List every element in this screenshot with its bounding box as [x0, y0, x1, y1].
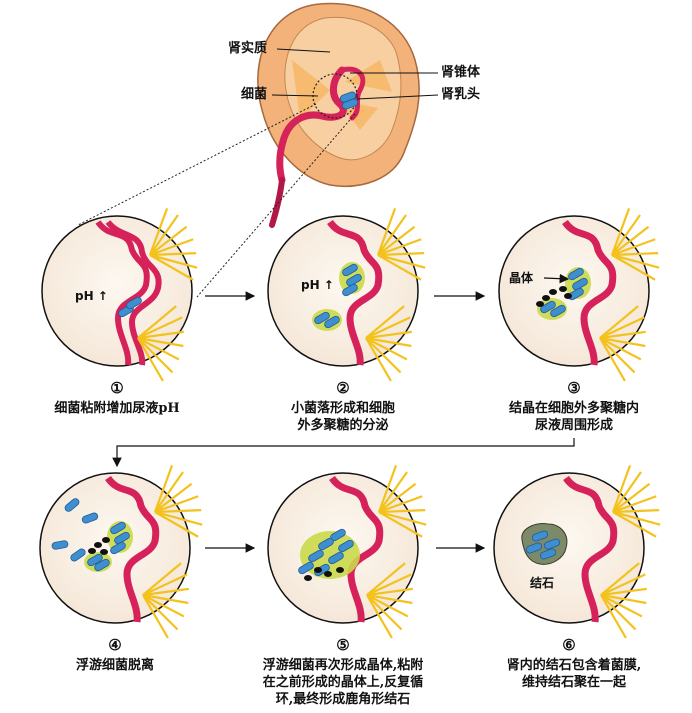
- step-3-caption-line: 结晶在细胞外多聚糖内: [508, 401, 639, 416]
- step-3-circle: [498, 202, 670, 385]
- step-3-caption-line: 尿液周围形成: [534, 418, 613, 433]
- step-2-caption-line: 外多聚糖的分泌: [297, 418, 389, 433]
- step-5-caption-line: 在之前形成的晶体上,反复循: [262, 675, 424, 690]
- step-6-stone-label: 结石: [530, 576, 555, 590]
- step-3-crystal-label: 晶体: [509, 271, 534, 285]
- label-renal-pyramid: 肾锥体: [441, 65, 481, 80]
- step-1-circle: [41, 202, 208, 385]
- step-2-caption: 小菌落形成和细胞 外多聚糖的分泌: [253, 400, 433, 434]
- step-5-caption: 浮游细菌再次形成晶体,粘附 在之前形成的晶体上,反复循 环,最终形成鹿角形结石: [228, 657, 458, 708]
- step-4-caption: 浮游细菌脱离: [35, 657, 195, 674]
- label-renal-papilla: 肾乳头: [441, 87, 481, 102]
- label-bacteria: 细菌: [241, 87, 268, 102]
- step-6-caption-line: 维持结石聚在一起: [521, 675, 626, 690]
- step-1-caption: 细菌粘附增加尿液pH: [17, 400, 217, 417]
- step-4-caption-line: 浮游细菌脱离: [75, 658, 154, 673]
- kidney-illustration: [257, 2, 439, 228]
- step-4-circle: [39, 459, 213, 642]
- step-2-circle: [267, 202, 436, 385]
- step-3-number: ③: [567, 379, 581, 397]
- step-4-number: ④: [108, 636, 122, 654]
- step-2-caption-line: 小菌落形成和细胞: [290, 401, 395, 416]
- step-5-caption-line: 浮游细菌再次形成晶体,粘附: [262, 658, 424, 673]
- step-1-caption-line: 细菌粘附增加尿液pH: [54, 401, 180, 416]
- step-5-circle: [267, 459, 437, 642]
- step-6-number: ⑥: [562, 636, 576, 654]
- step-5-number: ⑤: [336, 636, 350, 654]
- step-6-caption-line: 肾内的结石包含着菌膜,: [506, 658, 642, 673]
- step-6-circle: [493, 459, 671, 642]
- step-3-caption: 结晶在细胞外多聚糖内 尿液周围形成: [474, 400, 674, 434]
- step-1-number: ①: [110, 379, 124, 397]
- step-6-caption: 肾内的结石包含着菌膜, 维持结石聚在一起: [474, 657, 674, 691]
- step-2-ph-label: pH ↑: [301, 278, 334, 292]
- step-5-caption-line: 环,最终形成鹿角形结石: [275, 692, 411, 707]
- step-1-ph-label: pH ↑: [75, 289, 108, 303]
- step-2-number: ②: [336, 379, 350, 397]
- label-renal-parenchyma: 肾实质: [228, 41, 268, 56]
